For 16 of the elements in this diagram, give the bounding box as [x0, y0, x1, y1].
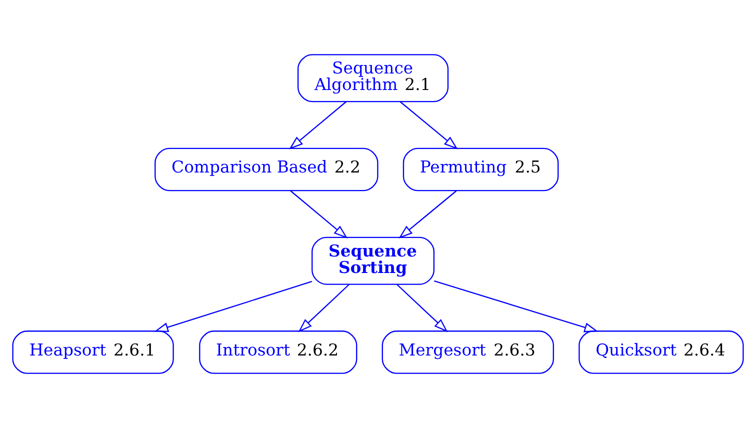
arrow — [289, 101, 346, 150]
arrow — [290, 190, 348, 239]
node-box: Quicksort 2.6.4 — [578, 330, 744, 374]
arrow — [298, 284, 350, 332]
arrow — [154, 280, 312, 332]
node-box: Sequence Sorting — [312, 236, 435, 285]
arrow — [400, 101, 458, 150]
node-box: Sequence Algorithm 2.1 — [297, 54, 449, 102]
node-box: Mergesort 2.6.3 — [382, 330, 554, 374]
arrow — [434, 280, 598, 332]
node-box: Introsort 2.6.2 — [199, 330, 358, 374]
node-box: Heapsort 2.6.1 — [12, 330, 174, 374]
node-box: Permuting 2.5 — [402, 148, 559, 192]
node-box: Comparison Based 2.2 — [154, 148, 378, 192]
arrow — [396, 284, 448, 332]
arrow — [398, 190, 457, 238]
